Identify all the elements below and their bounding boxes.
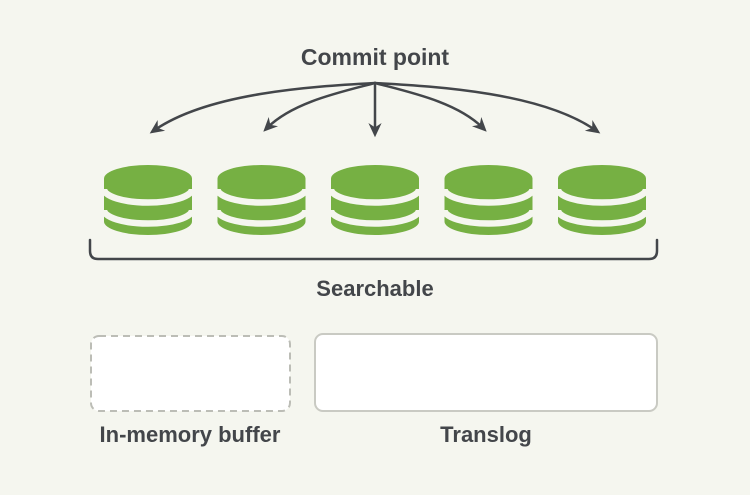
searchable-bracket <box>88 238 659 261</box>
database-icon <box>218 165 306 235</box>
commit-point-label: Commit point <box>300 44 450 70</box>
commit-arrow-4 <box>373 81 487 132</box>
segments <box>104 165 646 235</box>
database-icon <box>331 165 419 235</box>
in-memory-buffer-label: In-memory buffer <box>99 422 281 447</box>
translog-box <box>314 333 658 412</box>
searchable-label: Searchable <box>316 276 434 301</box>
database-icon <box>558 165 646 235</box>
translog-label: Translog <box>440 422 532 447</box>
commit-arrow-2 <box>263 81 377 132</box>
in-memory-buffer-box <box>90 335 291 412</box>
database-icon <box>104 165 192 235</box>
commit-arrow-5 <box>373 81 601 134</box>
commit-arrow-1 <box>149 81 377 134</box>
commit-arrows <box>149 81 601 138</box>
database-icon <box>445 165 533 235</box>
